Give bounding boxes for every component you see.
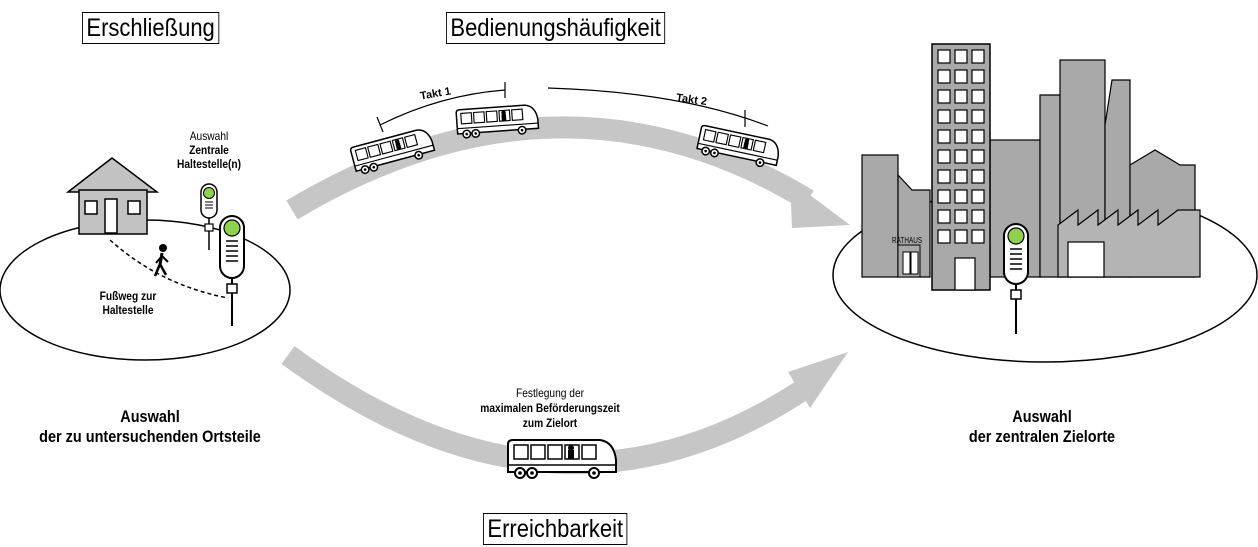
tower-window bbox=[954, 89, 968, 104]
rathaus-label: RATHAUS bbox=[892, 236, 923, 245]
zentrale-label: Zentrale bbox=[189, 143, 229, 157]
right-caption-line1: Auswahl bbox=[1012, 407, 1072, 426]
tower-window bbox=[971, 149, 985, 164]
max-befoerderungszeit-label: maximalen Beförderungszeit bbox=[480, 401, 620, 415]
tower-window bbox=[971, 229, 985, 244]
tower-window bbox=[954, 49, 968, 64]
left-caption-line2: der zu untersuchenden Ortsteile bbox=[39, 427, 261, 446]
tower-window bbox=[971, 189, 985, 204]
tower-window bbox=[937, 229, 951, 244]
auswahl-label: Auswahl bbox=[189, 129, 229, 143]
footpath-line bbox=[109, 239, 229, 299]
tower-window bbox=[954, 209, 968, 224]
tower-window bbox=[937, 209, 951, 224]
tower-window bbox=[937, 109, 951, 124]
tower-window bbox=[971, 209, 985, 224]
bus-icon-bottom bbox=[507, 439, 617, 479]
bus-icon-1 bbox=[349, 129, 436, 175]
city-skyline bbox=[861, 43, 1201, 291]
haltestellen-label: Haltestelle(n) bbox=[176, 157, 242, 171]
header-bedienungshaeufigkeit: Bedienungshäufigkeit bbox=[446, 12, 666, 44]
haltestelle-label: Haltestelle bbox=[102, 303, 154, 317]
bus-stop-icon-right bbox=[1003, 223, 1029, 334]
tower-window bbox=[971, 169, 985, 184]
tower-window bbox=[954, 129, 968, 144]
fussweg-label: Fußweg zur bbox=[99, 289, 157, 303]
takt-2-arc bbox=[547, 87, 769, 127]
tower-window bbox=[971, 109, 985, 124]
left-caption-line1: Auswahl bbox=[120, 407, 180, 426]
tower-window bbox=[971, 129, 985, 144]
tower-window bbox=[954, 69, 968, 84]
right-caption-line2: der zentralen Zielorte bbox=[968, 427, 1116, 446]
tower-window bbox=[954, 109, 968, 124]
bus-stop-icon-left bbox=[219, 215, 245, 326]
tower-window bbox=[971, 69, 985, 84]
tower-window bbox=[954, 189, 968, 204]
tower-window bbox=[971, 89, 985, 104]
tower-window bbox=[937, 89, 951, 104]
tower-window bbox=[954, 169, 968, 184]
festlegung-label: Festlegung der bbox=[515, 386, 585, 400]
tower-window bbox=[937, 189, 951, 204]
tower-window bbox=[937, 129, 951, 144]
bus-icon-3 bbox=[696, 124, 780, 168]
tower-window bbox=[937, 49, 951, 64]
house-icon bbox=[65, 157, 160, 235]
takt-1-arc bbox=[376, 82, 506, 133]
tower-window bbox=[937, 149, 951, 164]
pedestrian-icon bbox=[153, 244, 169, 277]
header-erschliessung: Erschließung bbox=[82, 12, 220, 44]
header-erreichbarkeit: Erreichbarkeit bbox=[483, 513, 628, 545]
zum-zielort-label: zum Zielort bbox=[522, 416, 578, 430]
tower-windows bbox=[937, 49, 985, 244]
tower-window bbox=[971, 49, 985, 64]
tower-window bbox=[937, 169, 951, 184]
small-bus-stop-icon bbox=[200, 183, 218, 250]
tower-window bbox=[954, 149, 968, 164]
tower-window bbox=[954, 229, 968, 244]
bus-icon-2 bbox=[455, 104, 540, 139]
tower-window bbox=[937, 69, 951, 84]
